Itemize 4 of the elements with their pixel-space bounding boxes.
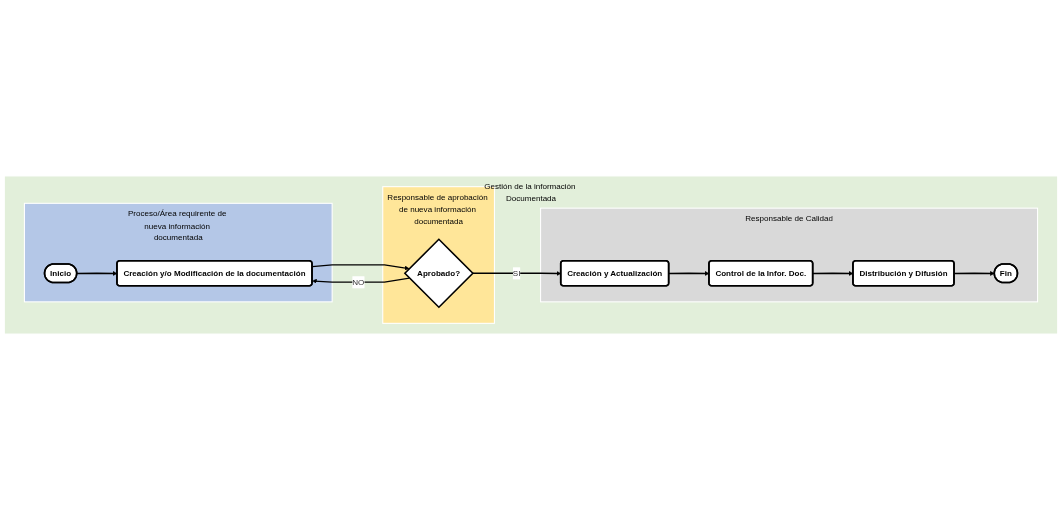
node-diamond: Aprobado? xyxy=(403,238,474,309)
edge-label: SI xyxy=(512,268,521,278)
arrow xyxy=(312,277,411,284)
edge-label: NO xyxy=(352,277,365,287)
